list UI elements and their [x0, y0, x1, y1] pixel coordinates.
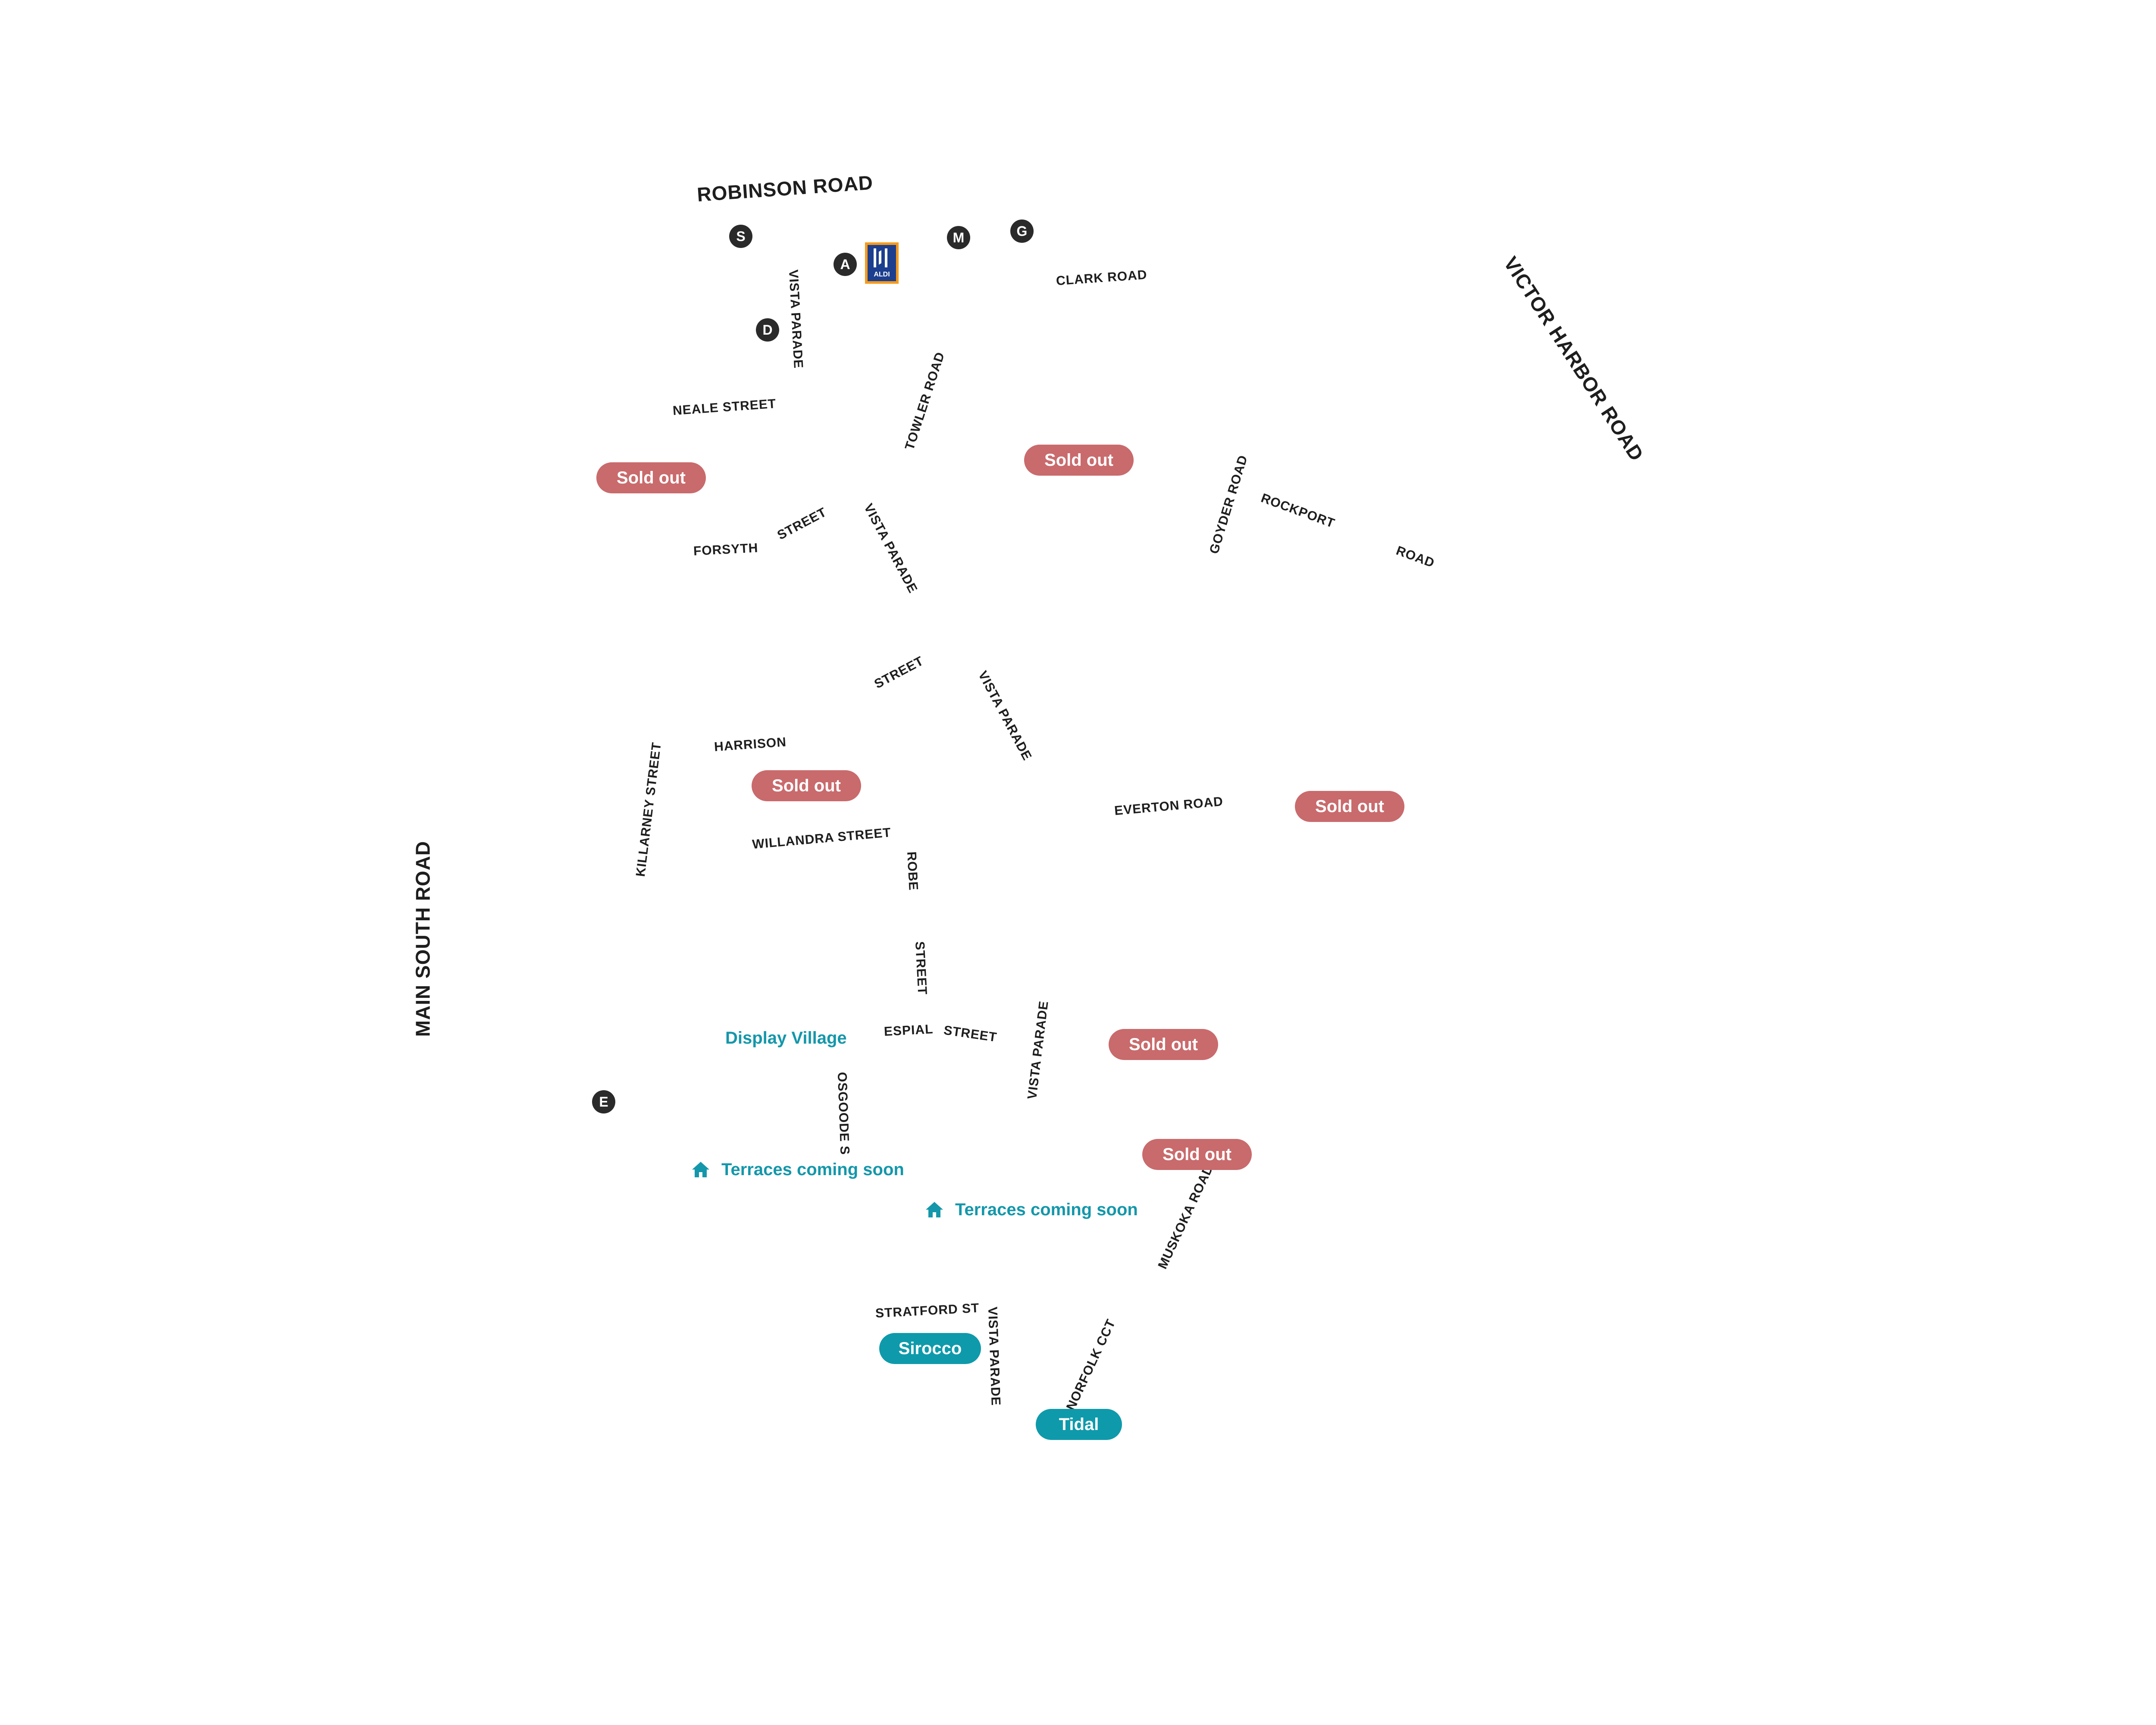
terraces-coming-soon-label[interactable]: Terraces coming soon — [691, 1160, 904, 1179]
home-icon — [926, 1202, 943, 1217]
road-label-street-4: STREET — [943, 1023, 998, 1045]
marker-e-letter: E — [599, 1094, 608, 1110]
road-label-victor-harbor-road: VICTOR HARBOR ROAD — [1499, 252, 1648, 465]
sold-out-badge[interactable]: Sold out — [1295, 791, 1404, 822]
marker-a-letter: A — [840, 256, 850, 272]
display-village-text: Display Village — [725, 1028, 847, 1048]
road-label-muskoka-road: MUSKOKA ROAD — [1155, 1162, 1216, 1271]
road-label-everton-road: EVERTON ROAD — [1113, 794, 1224, 818]
aldi-logo-text: ALDI — [874, 271, 890, 278]
road-label-forsyth: FORSYTH — [693, 541, 759, 558]
marker-d[interactable]: D — [756, 318, 779, 342]
sold-out-badge[interactable]: Sold out — [1109, 1029, 1218, 1060]
marker-a[interactable]: A — [834, 253, 857, 276]
road-label-vista-parade-4: VISTA PARADE — [1025, 1000, 1051, 1100]
aldi-logo-mark: ALDI — [868, 245, 896, 281]
stage-sirocco-badge[interactable]: Sirocco — [879, 1333, 981, 1364]
marker-d-letter: D — [762, 322, 773, 338]
road-label-vista-parade-5: VISTA PARADE — [985, 1306, 1003, 1406]
road-label-robe: ROBE — [904, 851, 921, 891]
display-village-label[interactable]: Display Village — [725, 1029, 847, 1048]
road-label-goyder-road: GOYDER ROAD — [1206, 453, 1250, 556]
marker-e[interactable]: E — [592, 1090, 615, 1113]
road-label-neale-street: NEALE STREET — [672, 396, 777, 418]
road-label-main-south-road: MAIN SOUTH ROAD — [411, 841, 434, 1037]
road-label-osgoode: OSGOODE S — [834, 1072, 852, 1155]
road-label-vista-parade-1: VISTA PARADE — [786, 269, 805, 369]
road-label-road: ROAD — [1394, 543, 1437, 571]
terraces-coming-soon-label[interactable]: Terraces coming soon — [925, 1200, 1138, 1220]
road-label-street-3: STREET — [912, 941, 930, 995]
stage-tidal-badge[interactable]: Tidal — [1036, 1409, 1122, 1440]
marker-m[interactable]: M — [947, 226, 970, 249]
road-label-vista-parade-2: VISTA PARADE — [861, 501, 920, 596]
road-label-harrison: HARRISON — [714, 735, 787, 754]
terraces-coming-soon-text: Terraces coming soon — [955, 1200, 1138, 1219]
home-icon — [692, 1162, 709, 1177]
sold-out-badge[interactable]: Sold out — [1024, 445, 1134, 476]
aldi-logo[interactable]: ALDI — [865, 242, 899, 284]
road-label-street-2: STREET — [872, 653, 926, 692]
marker-s-letter: S — [736, 228, 746, 244]
road-label-rockport: ROCKPORT — [1259, 491, 1337, 531]
road-label-norfolk-cct: NORFOLK CCT — [1063, 1317, 1119, 1413]
sold-out-badge[interactable]: Sold out — [596, 462, 706, 493]
marker-m-letter: M — [953, 229, 965, 245]
road-label-clark-road: CLARK ROAD — [1056, 267, 1148, 289]
road-label-stratford-st: STRATFORD ST — [874, 1301, 980, 1321]
marker-g[interactable]: G — [1010, 220, 1034, 243]
road-label-espial: ESPIAL — [884, 1022, 934, 1039]
marker-s[interactable]: S — [729, 225, 752, 248]
road-label-killarney-street: KILLARNEY STREET — [633, 741, 664, 878]
road-label-street-1: STREET — [775, 505, 829, 543]
road-label-robinson-road: ROBINSON ROAD — [696, 171, 874, 206]
road-label-vista-parade-3: VISTA PARADE — [975, 668, 1034, 763]
terraces-coming-soon-text: Terraces coming soon — [721, 1160, 904, 1179]
road-label-towler-road: TOWLER ROAD — [902, 350, 947, 452]
sold-out-badge[interactable]: Sold out — [752, 770, 861, 801]
sold-out-badge[interactable]: Sold out — [1142, 1139, 1252, 1170]
road-label-willandra-street: WILLANDRA STREET — [751, 825, 892, 852]
marker-g-letter: G — [1016, 223, 1028, 239]
